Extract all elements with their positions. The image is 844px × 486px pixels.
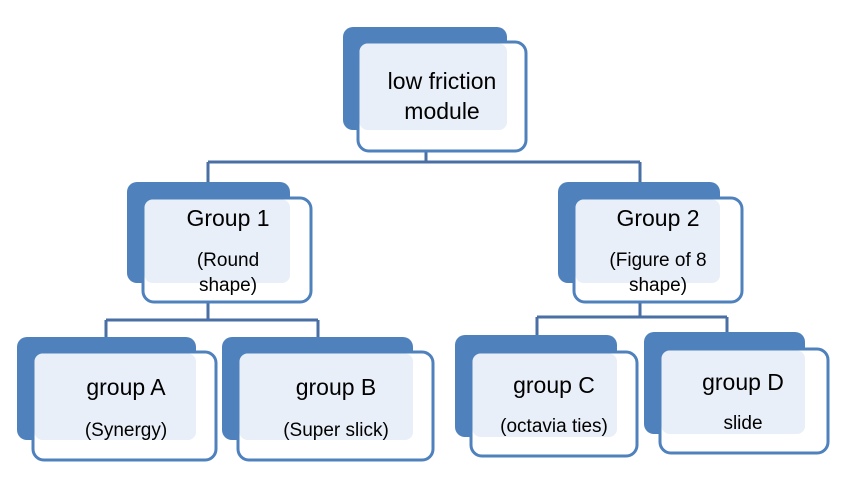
node-overlap-fill	[472, 353, 617, 437]
node-group-a: group A (Synergy)	[17, 337, 218, 462]
node-group-c: group C (octavia ties)	[455, 335, 639, 458]
node-group-1: Group 1 (Round shape)	[127, 182, 313, 304]
node-overlap-fill	[144, 199, 290, 283]
node-label-line: group B	[296, 374, 377, 400]
node-label-line: shape)	[629, 275, 687, 296]
node-label-line: Group 1	[186, 205, 269, 231]
node-label-line: (Figure of 8	[609, 250, 706, 271]
node-label-line: group C	[513, 372, 595, 398]
node-label-line: group D	[702, 369, 784, 395]
node-group-d: group D slide	[644, 332, 830, 455]
edge-group-1-children	[104, 302, 320, 337]
connectors	[104, 151, 729, 337]
node-overlap-fill	[575, 199, 720, 283]
node-label-line: (octavia ties)	[500, 416, 608, 437]
node-label-line: (Round	[197, 250, 259, 271]
node-label-line: (Super slick)	[283, 420, 389, 441]
node-label-line: shape)	[199, 275, 257, 296]
node-overlap-fill	[359, 43, 507, 130]
node-overlap-fill	[661, 350, 805, 434]
node-overlap-fill	[239, 353, 413, 440]
node-overlap-fill	[34, 353, 196, 440]
node-label-line: low friction	[388, 68, 497, 94]
node-label-line: group A	[86, 374, 166, 400]
node-group-2: Group 2 (Figure of 8 shape)	[558, 182, 744, 304]
node-root: low friction module	[343, 27, 528, 153]
edge-group-2-children	[535, 302, 729, 335]
node-label-line: module	[404, 98, 479, 124]
edge-root-children	[206, 151, 642, 182]
node-label-line: Group 2	[616, 205, 699, 231]
node-group-b: group B (Super slick)	[222, 337, 435, 462]
node-label-line: (Synergy)	[85, 420, 167, 441]
node-label-line: slide	[723, 413, 762, 434]
